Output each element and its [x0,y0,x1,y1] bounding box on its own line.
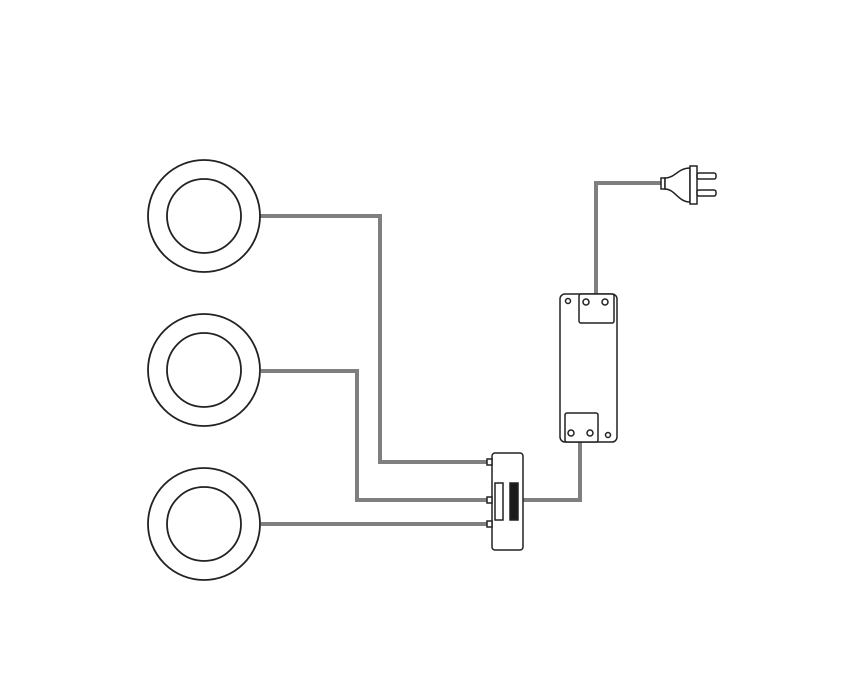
wire-light-1 [260,214,490,464]
wire-mains-cord [594,181,662,294]
puck-light-3 [147,467,261,581]
puck-light-2 [147,313,261,427]
junction-box [486,452,524,551]
plug-icon [660,165,717,205]
led-driver [559,293,618,443]
terminal-block [509,482,519,521]
wires [260,181,662,526]
wire-junction-to-driver [523,442,582,502]
lights [147,159,261,581]
puck-light-1 [147,159,261,273]
wire-light-2 [261,369,490,502]
